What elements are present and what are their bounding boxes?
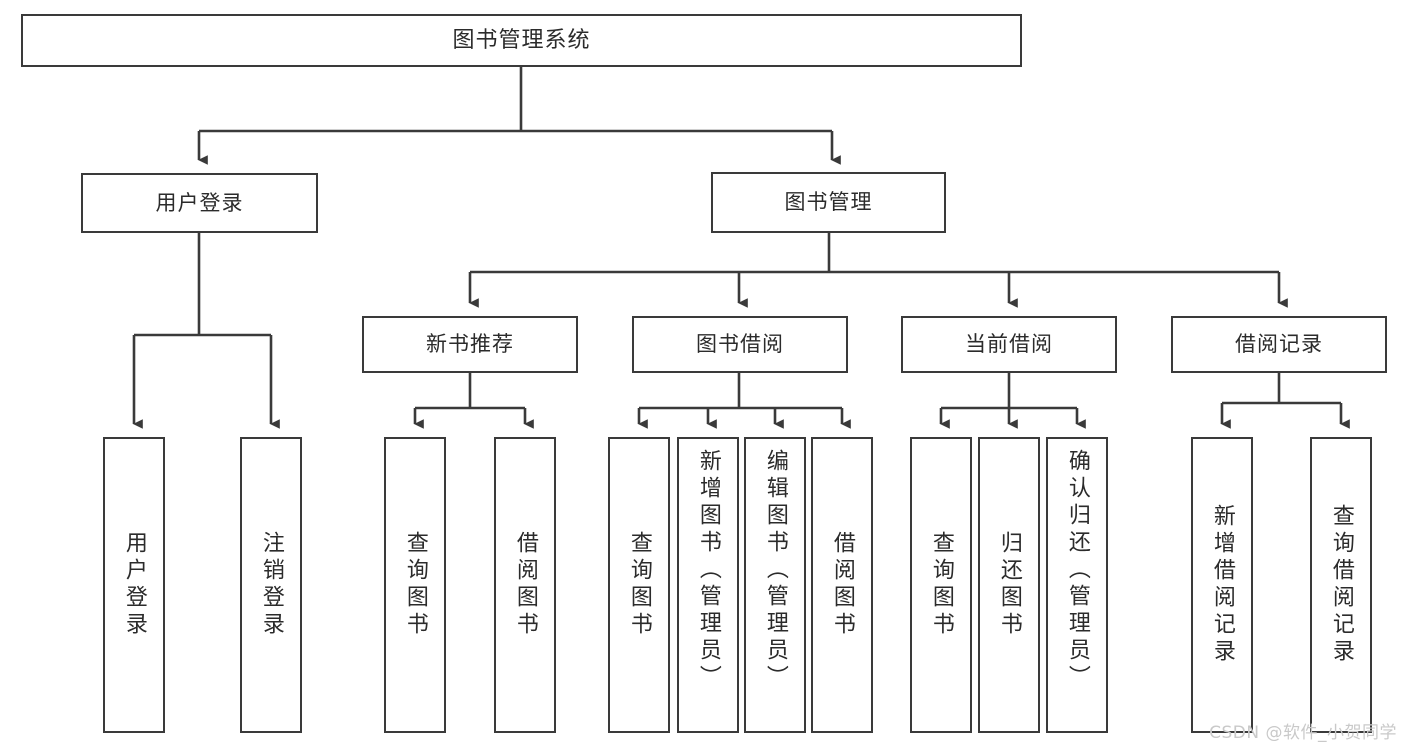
node-current-borrow[interactable]: 当前借阅 — [901, 316, 1117, 373]
leaf-label: 查询图书 — [626, 531, 652, 639]
node-label: 图书管理 — [784, 190, 873, 214]
leaf-label: 用户登录 — [121, 531, 147, 639]
node-label: 图书借阅 — [696, 332, 784, 356]
leaf-label: 查询借阅记录 — [1328, 504, 1354, 666]
leaf-query-book-borrow[interactable]: 查询图书 — [608, 437, 670, 733]
leaf-label: 归还图书 — [996, 531, 1022, 639]
leaf-label: 新增借阅记录 — [1209, 504, 1235, 666]
leaf-confirm-return-admin[interactable]: 确认归还（管理员） — [1046, 437, 1108, 733]
csdn-watermark: CSDN @软件_小贺同学 — [1209, 723, 1397, 743]
leaf-label: 编辑图书（管理员） — [762, 449, 788, 692]
node-borrow-record[interactable]: 借阅记录 — [1171, 316, 1387, 373]
leaf-edit-book-admin[interactable]: 编辑图书（管理员） — [744, 437, 806, 733]
node-label: 借阅记录 — [1235, 332, 1323, 356]
node-label: 新书推荐 — [426, 332, 514, 356]
leaf-borrow-book-new[interactable]: 借阅图书 — [494, 437, 556, 733]
node-root-book-management-system[interactable]: 图书管理系统 — [21, 14, 1022, 67]
node-label: 用户登录 — [155, 190, 244, 215]
leaf-query-book-new[interactable]: 查询图书 — [384, 437, 446, 733]
leaf-label: 注销登录 — [258, 531, 284, 639]
leaf-user-login[interactable]: 用户登录 — [103, 437, 165, 733]
leaf-label: 查询图书 — [928, 531, 954, 639]
leaf-borrow-book[interactable]: 借阅图书 — [811, 437, 873, 733]
leaf-label: 借阅图书 — [512, 531, 538, 639]
leaf-return-book[interactable]: 归还图书 — [978, 437, 1040, 733]
leaf-query-book-current[interactable]: 查询图书 — [910, 437, 972, 733]
leaf-label: 借阅图书 — [829, 531, 855, 639]
node-label: 当前借阅 — [965, 332, 1053, 356]
leaf-logout[interactable]: 注销登录 — [240, 437, 302, 733]
leaf-label: 确认归还（管理员） — [1064, 449, 1090, 692]
leaf-label: 查询图书 — [402, 531, 428, 639]
node-user-login[interactable]: 用户登录 — [81, 173, 318, 233]
leaf-add-book-admin[interactable]: 新增图书（管理员） — [677, 437, 739, 733]
node-book-management[interactable]: 图书管理 — [711, 172, 946, 233]
leaf-query-borrow-record[interactable]: 查询借阅记录 — [1310, 437, 1372, 733]
node-new-book-recommendation[interactable]: 新书推荐 — [362, 316, 578, 373]
leaf-label: 新增图书（管理员） — [695, 449, 721, 692]
node-label: 图书管理系统 — [452, 27, 591, 53]
node-book-borrow[interactable]: 图书借阅 — [632, 316, 848, 373]
leaf-add-borrow-record[interactable]: 新增借阅记录 — [1191, 437, 1253, 733]
